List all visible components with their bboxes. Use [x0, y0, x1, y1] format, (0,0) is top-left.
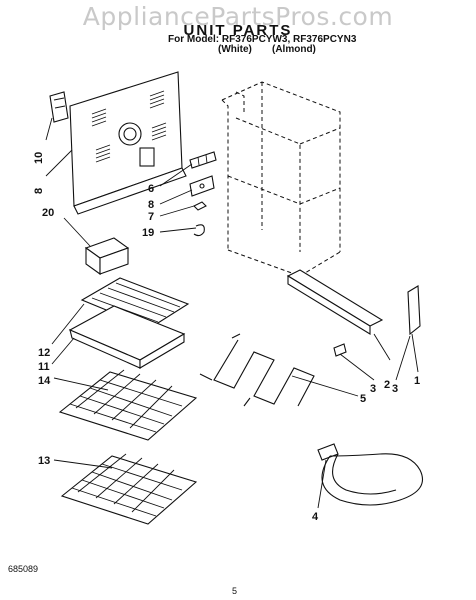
part-7-clip [193, 201, 207, 211]
part-3-clip [333, 343, 347, 357]
callout-11: 10 [33, 152, 45, 164]
callout-19: 19 [142, 227, 154, 239]
callout-12: 11 [38, 361, 50, 373]
oven-cavity-outline [221, 81, 341, 277]
callout-7: 7 [148, 211, 154, 223]
callout-13: 12 [38, 347, 50, 359]
part-12-broiler-pan [68, 305, 186, 369]
callout-4: 4 [312, 511, 319, 523]
callout-8: 8 [148, 199, 154, 211]
callout-3b: 3 [392, 383, 398, 395]
variant-white: (White) [218, 44, 252, 55]
callout-10: 8 [33, 188, 45, 194]
part-20-module [84, 237, 130, 276]
part-2-rail [286, 269, 384, 335]
part-10-rear-panel [69, 71, 187, 215]
part-19-spring-clip [193, 224, 205, 237]
part-15-oven-rack [58, 369, 198, 441]
model-line: For Model: RF376PCYW3, RF376PCYN3 [168, 34, 357, 45]
callout-2: 2 [384, 379, 390, 391]
page-number: 5 [232, 586, 238, 596]
diagram-title: UNIT PARTS [183, 22, 293, 39]
part-5-broil-element [199, 333, 315, 407]
callout-1: 1 [414, 375, 420, 387]
part-6-terminal-block [189, 151, 217, 169]
callout-5: 5 [360, 393, 366, 405]
callout-20: 20 [42, 207, 54, 219]
watermark: AppliancePartsPros.com [82, 2, 394, 31]
callout-14: 13 [38, 455, 50, 467]
part-8-bracket [189, 175, 215, 197]
part-1-trim [407, 285, 421, 336]
part-11-insulation [49, 91, 69, 123]
document-code: 685089 [8, 564, 39, 574]
part-14-oven-rack [60, 453, 198, 525]
callout-15: 14 [38, 375, 51, 387]
part-4-bake-element [317, 443, 424, 506]
variant-almond: (Almond) [272, 44, 316, 55]
callout-6: 6 [148, 183, 154, 195]
callout-3a: 3 [370, 383, 376, 395]
leader-lines [45, 117, 419, 509]
